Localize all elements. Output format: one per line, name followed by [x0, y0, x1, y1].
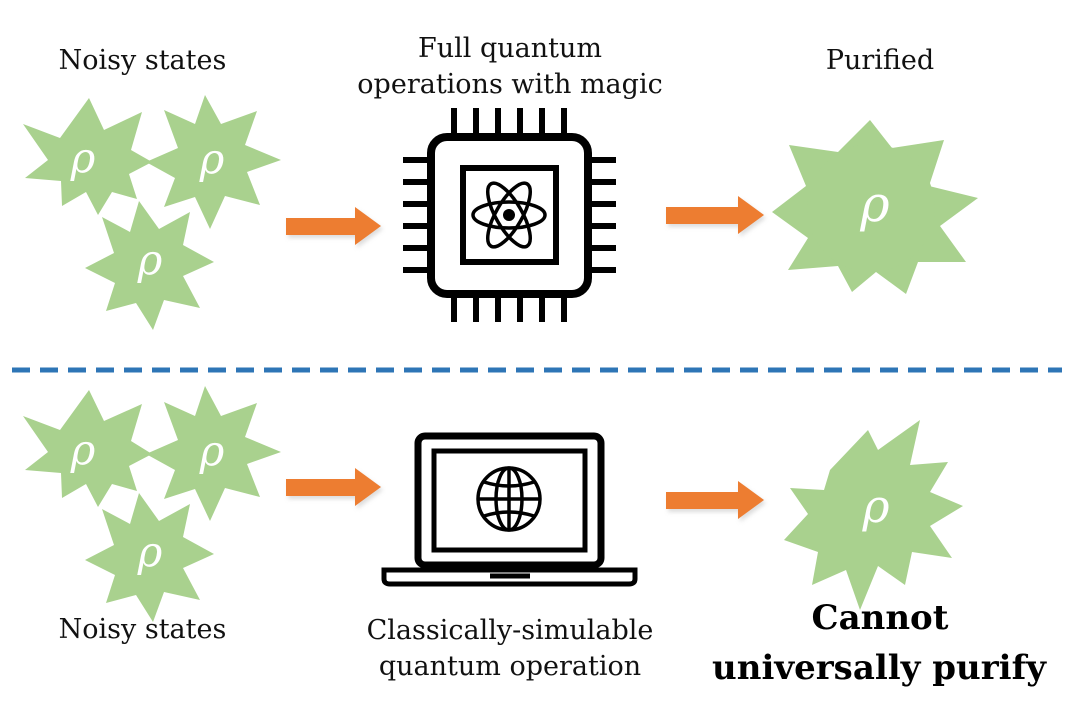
rho-symbol: ρ	[70, 425, 96, 474]
arrow-icon	[666, 481, 766, 522]
rho-symbol: ρ	[861, 479, 889, 533]
noisy-state-top-1: ρ	[23, 98, 152, 215]
bottom-process-label-line2: quantum operation	[378, 651, 642, 682]
rho-symbol: ρ	[137, 235, 163, 284]
quantum-chip-icon	[403, 108, 616, 322]
noisy-state-top-2: ρ	[146, 95, 281, 229]
noisy-state-bottom-3: ρ	[85, 493, 214, 622]
bottom-output-label-line1: Cannot	[811, 598, 949, 638]
rho-symbol: ρ	[70, 133, 96, 182]
bottom-output-label-line2: universally purify	[712, 648, 1046, 688]
bottom-input-label: Noisy states	[58, 614, 227, 645]
unpurified-state: ρ	[784, 420, 963, 610]
purified-state: ρ	[772, 120, 978, 294]
arrow-icon	[286, 468, 383, 509]
noisy-state-bottom-1: ρ	[23, 390, 152, 507]
top-process-label-line2: operations with magic	[357, 69, 663, 100]
arrow-icon	[666, 196, 766, 237]
noisy-state-top-3: ρ	[85, 201, 214, 330]
bottom-process-label-line1: Classically-simulable	[366, 615, 654, 646]
top-output-label: Purified	[825, 45, 935, 76]
arrow-icon	[286, 207, 383, 248]
rho-symbol: ρ	[859, 175, 890, 233]
atom-icon	[471, 181, 547, 249]
laptop-globe-icon	[381, 432, 638, 587]
rho-symbol: ρ	[199, 134, 225, 183]
rho-symbol: ρ	[137, 527, 163, 576]
noisy-state-bottom-2: ρ	[146, 386, 281, 521]
rho-symbol: ρ	[199, 426, 225, 475]
globe-icon	[476, 466, 542, 532]
top-process-label-line1: Full quantum	[418, 33, 602, 64]
top-input-label: Noisy states	[58, 45, 227, 76]
